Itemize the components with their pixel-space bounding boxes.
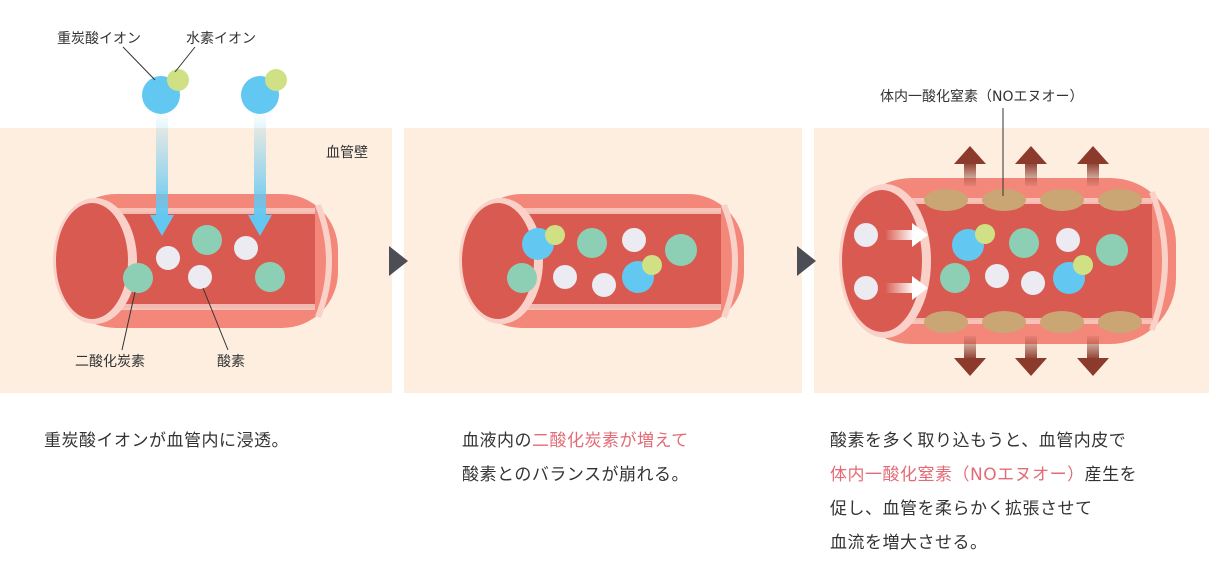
molecules-step2: [507, 225, 697, 297]
caption-step3-line2-text: 産生を: [1084, 465, 1138, 485]
caption-step2: 血液内の二酸化炭素が増えて 酸素とのバランスが崩れる。: [462, 424, 689, 492]
nitric-oxide-cells: [924, 189, 1142, 333]
caption-step2-line1-text: 血液内の: [462, 431, 532, 451]
caption-step3-line1: 酸素を多く取り込もうと、血管内皮で: [830, 431, 1127, 451]
vessel-step1: [53, 194, 338, 328]
inflow-arrow-icon: [886, 276, 928, 300]
label-carbon-dioxide: 二酸化炭素: [75, 354, 145, 370]
outward-arrows-down: [954, 336, 1109, 376]
caption-step2-highlight: 二酸化炭素が増えて: [532, 431, 689, 451]
label-oxygen: 酸素: [217, 354, 245, 370]
vessel-step2: [459, 194, 744, 328]
step-arrow-icon: [797, 246, 816, 276]
caption-step3-line3: 促し、血管を柔らかく拡張させて: [830, 499, 1093, 519]
caption-step3-highlight: 体内一酸化窒素（NOエヌオー）: [830, 465, 1085, 485]
caption-step2-line1: 血液内の二酸化炭素が増えて: [462, 424, 689, 458]
molecules-step3: [940, 224, 1128, 295]
label-hydrogen-ion: 水素イオン: [186, 31, 256, 47]
outward-arrow-icon: [1077, 336, 1109, 376]
label-bicarbonate-ion: 重炭酸イオン: [57, 31, 141, 47]
caption-step3: 酸素を多く取り込もうと、血管内皮で 体内一酸化窒素（NOエヌオー）産生を 促し、…: [830, 424, 1137, 560]
outward-arrow-icon: [1015, 146, 1047, 186]
outward-arrow-icon: [1077, 146, 1109, 186]
vessel-step3: [839, 178, 1176, 344]
outward-arrow-icon: [1015, 336, 1047, 376]
hydrogen-ion: [167, 69, 189, 91]
caption-step1: 重炭酸イオンが血管内に浸透。: [44, 424, 289, 458]
leader-lines-step1: [121, 46, 229, 351]
caption-step3-line2: 体内一酸化窒素（NOエヌオー）産生を: [830, 458, 1137, 492]
entry-arrows-step1: [150, 115, 272, 236]
caption-step1-text: 重炭酸イオンが血管内に浸透。: [44, 431, 289, 451]
down-arrow-icon: [150, 215, 174, 236]
step-arrow-icon: [389, 246, 408, 276]
caption-step3-line4: 血流を増大させる。: [830, 533, 988, 553]
hydrogen-ion: [265, 69, 287, 91]
outward-arrow-icon: [954, 336, 986, 376]
caption-step2-line2: 酸素とのバランスが崩れる。: [462, 465, 689, 485]
molecules-step1: [123, 225, 285, 293]
label-vessel-wall: 血管壁: [326, 145, 368, 161]
ions-step1: [142, 69, 287, 114]
inflow-arrow-icon: [886, 223, 928, 247]
outward-arrows-up: [954, 146, 1109, 186]
outward-arrow-icon: [954, 146, 986, 186]
label-nitric-oxide: 体内一酸化窒素（NOエヌオー）: [880, 88, 1084, 105]
inflow-step3: [854, 223, 928, 300]
down-arrow-icon: [248, 215, 272, 236]
